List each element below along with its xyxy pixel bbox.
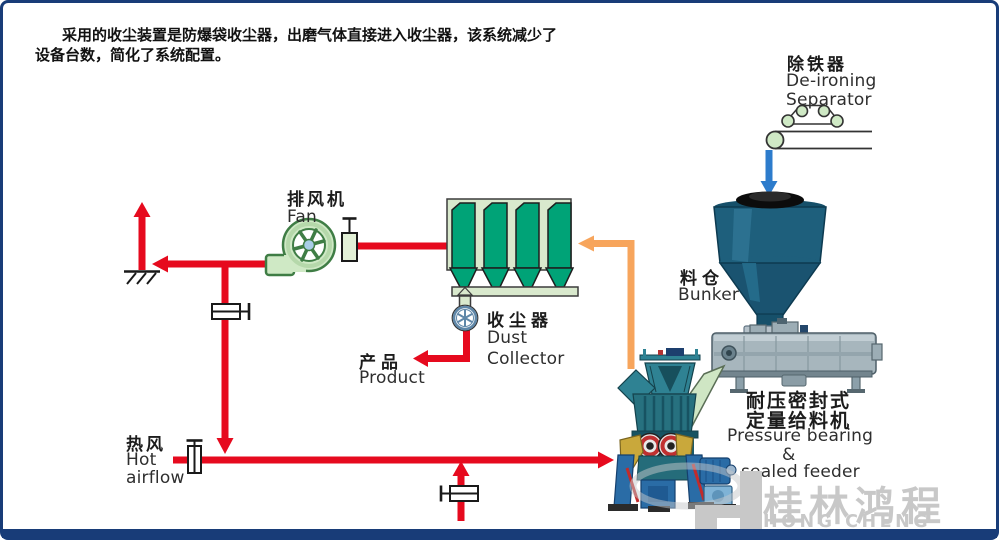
bunker-label-en: Bunker	[678, 285, 740, 305]
intro-line-2: 设备台数，简化了系统配置。	[35, 45, 231, 64]
deironing-separator-illustration	[765, 104, 872, 150]
mill-illustration	[608, 348, 745, 512]
bunker-illustration	[713, 191, 827, 342]
blue-arrow-icon	[760, 181, 778, 196]
dust-collector-label-en2: Collector	[487, 349, 565, 369]
fan-label-en: Fan	[287, 207, 318, 227]
ground-symbol-icon	[124, 270, 160, 285]
fan-illustration	[264, 217, 358, 277]
dust-collector-label-en1: Dust	[487, 328, 528, 348]
rotary-valve-icon	[451, 304, 479, 332]
deironing-label-en1: De-ironing	[786, 71, 877, 91]
hot-airflow-label-en2: airflow	[126, 468, 185, 488]
dust-collector-label-zh: 收尘器	[487, 311, 553, 331]
arrow-right-icon	[598, 451, 614, 469]
return-duct-orange	[578, 235, 635, 369]
deironing-label-zh: 除铁器	[787, 55, 847, 75]
arrow-left-icon	[152, 255, 168, 273]
damper-valve-hotline	[186, 439, 203, 474]
feeder-label-zh1: 耐压密封式	[746, 390, 852, 412]
exhaust-piping	[124, 202, 614, 521]
deironing-label-en2: Separator	[786, 90, 872, 110]
product-label-zh: 产品	[359, 353, 403, 373]
orange-arrow-icon	[578, 235, 594, 252]
feeder-label-en1: Pressure bearing	[727, 426, 874, 446]
filter-bags	[448, 202, 575, 288]
feeder-label-en3: sealed feeder	[741, 462, 860, 482]
brand-name-en: HONG CHENG	[763, 512, 932, 532]
feed-arrow-blue	[760, 150, 778, 196]
conveyor-pulley-icon	[765, 130, 785, 150]
arrow-up-icon	[133, 202, 151, 217]
bottom-border-bar	[2, 529, 997, 538]
logo-h-icon	[740, 471, 762, 534]
damper-valve-branch	[211, 303, 251, 320]
intro-paragraph: 采用的收尘装置是防爆袋收尘器，出磨气体直接进入收尘器，该系统减少了 设备台数，简…	[35, 26, 595, 65]
sealed-feeder-illustration	[711, 318, 883, 393]
hot-airflow-label-zh: 热风	[126, 435, 166, 455]
fan-label-zh: 排风机	[287, 190, 347, 210]
feeder-label-en2: &	[782, 445, 796, 465]
intro-line-1: 采用的收尘装置是防爆袋收尘器，出磨气体直接进入收尘器，该系统减少了	[62, 26, 558, 44]
fresh-air-arrow-icon	[452, 461, 470, 476]
product-arrow-icon	[413, 350, 428, 367]
dust-collector-illustration	[446, 198, 579, 332]
logo-h-leftbar	[695, 505, 717, 534]
hot-airflow-label-en1: Hot	[126, 450, 157, 470]
bunker-label-zh: 料仓	[680, 269, 724, 289]
arrow-down-icon	[216, 438, 234, 454]
product-label-en: Product	[359, 368, 425, 388]
feeder-label-zh2: 定量给料机	[746, 410, 852, 432]
brand-name-zh: 桂林鸿程	[763, 484, 947, 530]
damper-valve-freshair	[439, 485, 479, 502]
